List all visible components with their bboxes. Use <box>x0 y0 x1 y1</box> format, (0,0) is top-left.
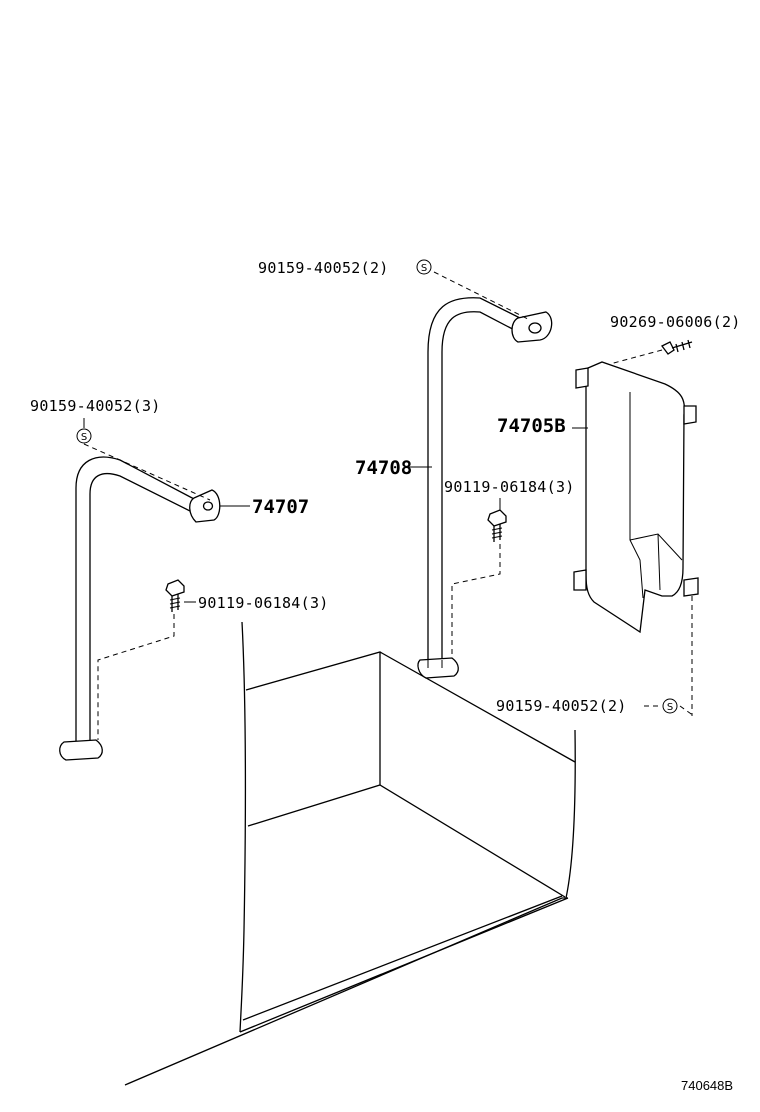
nut-symbol-top: S <box>416 259 432 275</box>
svg-text:S: S <box>421 263 427 274</box>
grab-rail-74708 <box>417 297 553 679</box>
label-rail-74707: 74707 <box>252 496 309 518</box>
diagram-reference-code: 740648B <box>681 1078 733 1093</box>
solid-leaders <box>83 418 588 603</box>
vehicle-body-outline <box>124 621 576 1086</box>
svg-text:S: S <box>81 432 87 443</box>
label-nut-bottom-right: 90159-40052(2) <box>496 697 627 715</box>
clip-fastener <box>661 339 693 355</box>
label-rail-74708: 74708 <box>355 457 412 479</box>
label-panel-74705B: 74705B <box>497 415 566 437</box>
nut-symbol-left: S <box>76 428 92 444</box>
bolt-left <box>165 579 185 612</box>
grab-rail-74707 <box>59 456 221 761</box>
label-nut-left: 90159-40052(3) <box>30 397 161 415</box>
svg-text:S: S <box>667 702 673 713</box>
label-clip-top-right: 90269-06006(2) <box>610 313 741 331</box>
label-bolt-left: 90119-06184(3) <box>198 594 329 612</box>
leader-lines <box>83 271 695 740</box>
label-nut-top-center: 90159-40052(2) <box>258 259 389 277</box>
bolt-center <box>487 509 507 542</box>
label-bolt-center: 90119-06184(3) <box>444 478 575 496</box>
panel-74705B <box>573 361 699 634</box>
nut-symbol-bottom-right: S <box>662 698 678 714</box>
